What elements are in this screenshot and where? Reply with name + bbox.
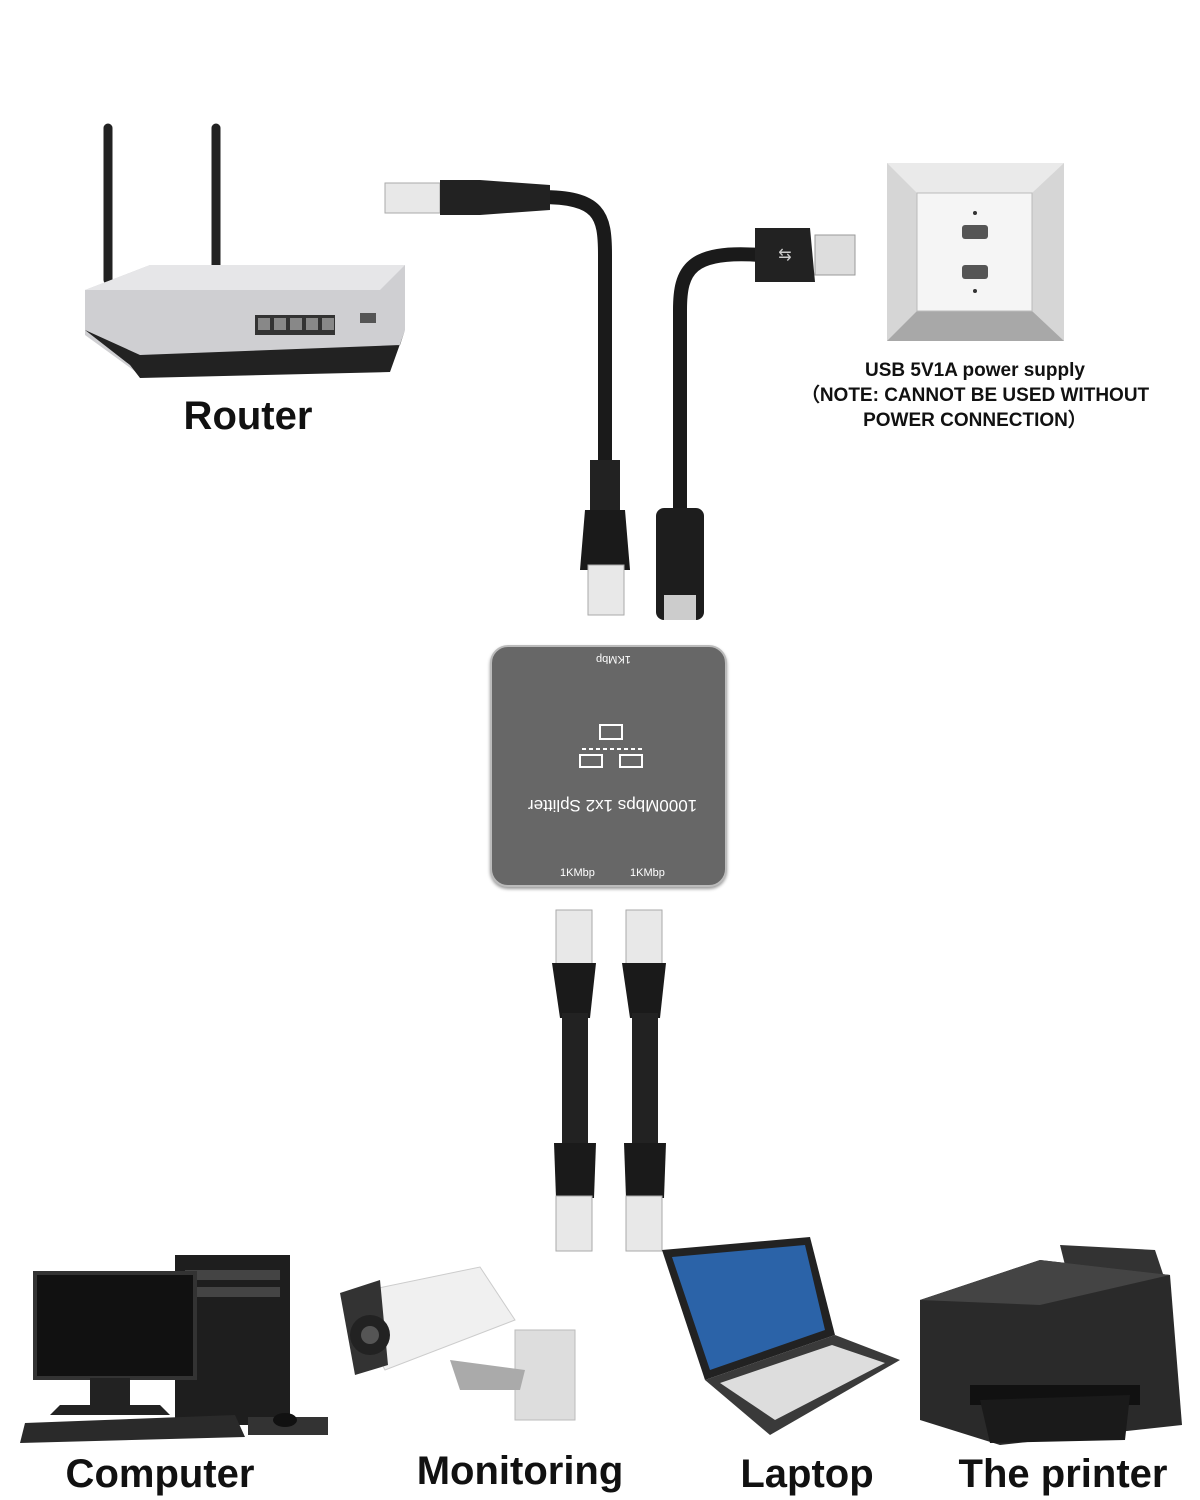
output-port-1-label: 1KMbp <box>560 867 595 879</box>
input-port-label: 1KMbp <box>596 653 631 665</box>
laptop-image <box>662 1237 900 1435</box>
power-note-line3: POWER CONNECTION） <box>863 410 1087 431</box>
laptop-label: Laptop <box>740 1452 874 1496</box>
svg-text:⇆: ⇆ <box>778 247 791 264</box>
network-splitter: 1KMbp 1000Mbps 1x2 Splitter 1KMbp 1KMbp <box>490 645 727 887</box>
ethernet-cable-output-2 <box>622 909 666 1252</box>
power-note-line1: USB 5V1A power supply <box>865 360 1085 381</box>
computer-image <box>20 1255 328 1443</box>
power-note-line2: （NOTE: CANNOT BE USED WITHOUT <box>800 385 1150 406</box>
monitoring-camera-image <box>340 1266 576 1421</box>
splitter-title: 1000Mbps 1x2 Splitter <box>528 796 698 815</box>
router-image <box>85 123 405 378</box>
ethernet-cable-output-1 <box>552 909 596 1252</box>
network-topology-icon <box>579 724 643 768</box>
monitoring-label: Monitoring <box>416 1449 624 1493</box>
printer-label: The printer <box>958 1452 1168 1496</box>
usb-power-cable: ⇆ <box>656 228 856 620</box>
output-port-2-label: 1KMbp <box>630 867 665 879</box>
usb-wall-socket <box>887 163 1064 341</box>
printer-image <box>920 1245 1182 1445</box>
ethernet-cable-input <box>384 180 630 616</box>
router-label: Router <box>183 394 313 438</box>
power-supply-note: USB 5V1A power supply （NOTE: CANNOT BE U… <box>785 358 1165 433</box>
computer-label: Computer <box>65 1452 255 1496</box>
